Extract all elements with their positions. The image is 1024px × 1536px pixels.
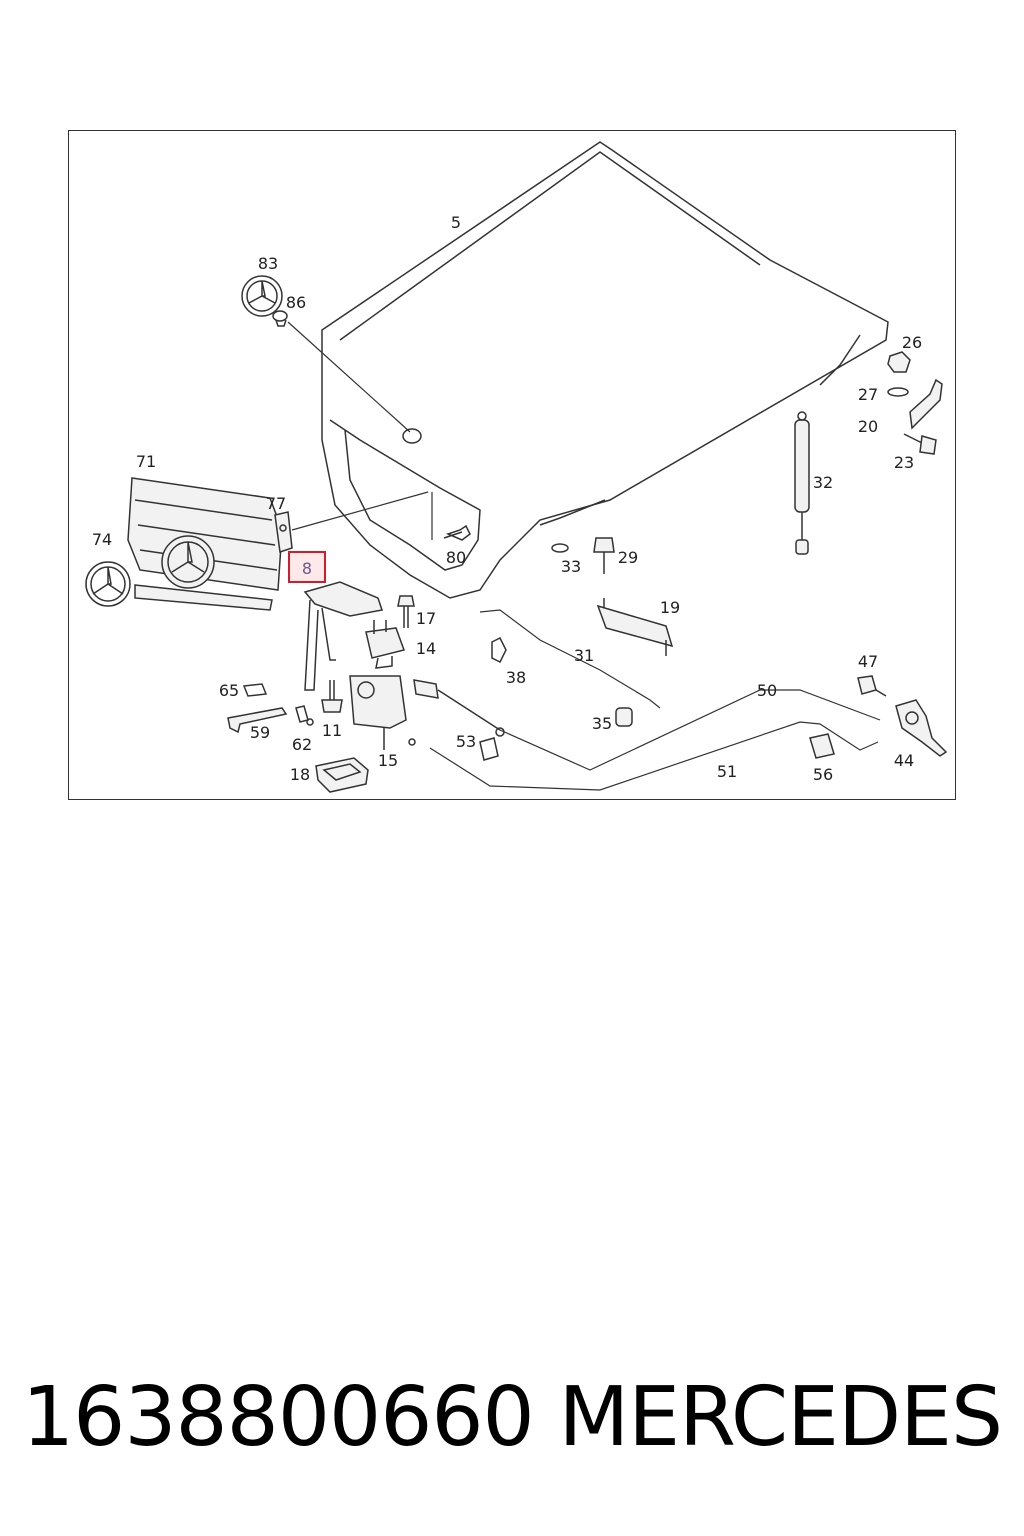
callout-15: 15 bbox=[378, 751, 398, 770]
grommet-33[interactable] bbox=[551, 543, 569, 553]
nut-26[interactable] bbox=[887, 351, 911, 373]
part-number: 1638800660 bbox=[22, 1370, 535, 1465]
callout-74: 74 bbox=[92, 530, 112, 549]
highlight-box-8[interactable]: 8 bbox=[288, 551, 326, 583]
callout-50: 50 bbox=[757, 681, 777, 700]
hinge-20[interactable] bbox=[909, 378, 943, 430]
clip-62[interactable] bbox=[295, 705, 314, 726]
callout-5: 5 bbox=[451, 213, 461, 232]
callout-38: 38 bbox=[506, 668, 526, 687]
callout-14: 14 bbox=[416, 639, 436, 658]
hood-part[interactable] bbox=[321, 141, 889, 599]
parts-diagram: 8 bbox=[85, 141, 948, 793]
callout-56: 56 bbox=[813, 765, 833, 784]
callout-32: 32 bbox=[813, 473, 833, 492]
callout-80: 80 bbox=[446, 548, 466, 567]
callout-labels: 5 83 86 26 27 20 23 32 71 77 74 80 33 29… bbox=[92, 213, 922, 784]
callout-51: 51 bbox=[717, 762, 737, 781]
callout-11: 11 bbox=[322, 721, 342, 740]
callout-33: 33 bbox=[561, 557, 581, 576]
cable-50[interactable] bbox=[499, 689, 881, 771]
gas-strut-32[interactable] bbox=[794, 411, 810, 555]
callout-23: 23 bbox=[894, 453, 914, 472]
handle-18[interactable] bbox=[315, 757, 369, 793]
latch-15[interactable] bbox=[349, 675, 407, 750]
callout-77: 77 bbox=[266, 494, 286, 513]
bolt-11[interactable] bbox=[321, 680, 343, 713]
latch-bracket-8[interactable] bbox=[303, 581, 383, 691]
leader-77 bbox=[291, 491, 429, 531]
star-emblem-74[interactable] bbox=[85, 561, 131, 607]
striker-14[interactable] bbox=[365, 620, 405, 669]
callout-86: 86 bbox=[286, 293, 306, 312]
callout-44: 44 bbox=[894, 751, 914, 770]
release-handle-44[interactable] bbox=[895, 699, 948, 757]
callout-19: 19 bbox=[660, 598, 680, 617]
bushing-35[interactable] bbox=[615, 707, 633, 727]
clip-38[interactable] bbox=[491, 636, 507, 664]
callout-20: 20 bbox=[858, 417, 878, 436]
callout-31: 31 bbox=[574, 646, 594, 665]
cable-end-50 bbox=[495, 727, 505, 737]
bracket-19[interactable] bbox=[596, 598, 674, 656]
callout-18: 18 bbox=[290, 765, 310, 784]
washer-27[interactable] bbox=[887, 387, 909, 397]
bolt-80[interactable] bbox=[443, 524, 471, 541]
callout-71: 71 bbox=[136, 452, 156, 471]
hood-emblem-mount bbox=[402, 428, 422, 444]
clip-56[interactable] bbox=[809, 733, 835, 759]
callout-35: 35 bbox=[592, 714, 612, 733]
callout-62: 62 bbox=[292, 735, 312, 754]
callout-27: 27 bbox=[858, 385, 878, 404]
callout-29: 29 bbox=[618, 548, 638, 567]
leader-86 bbox=[287, 321, 411, 433]
cable-31[interactable] bbox=[479, 609, 661, 709]
brand-name: MERCEDES bbox=[558, 1370, 1003, 1465]
callout-47: 47 bbox=[858, 652, 878, 671]
callout-17: 17 bbox=[416, 609, 436, 628]
callout-83: 83 bbox=[258, 254, 278, 273]
grommet-86[interactable] bbox=[272, 310, 288, 327]
cable-51[interactable] bbox=[429, 721, 879, 791]
bolt-23[interactable] bbox=[903, 433, 937, 455]
clip-77[interactable] bbox=[274, 511, 293, 553]
clip-65[interactable] bbox=[242, 683, 268, 697]
parts-diagram-frame bbox=[68, 130, 956, 800]
bumper-29[interactable] bbox=[593, 537, 615, 574]
star-emblem-83[interactable] bbox=[241, 275, 283, 317]
lever-59[interactable] bbox=[227, 707, 288, 734]
callout-53: 53 bbox=[456, 732, 476, 751]
footer: 1638800660 MERCEDES bbox=[0, 1370, 1024, 1470]
callout-65: 65 bbox=[219, 681, 239, 700]
bolt-17[interactable] bbox=[397, 595, 415, 628]
nut-47[interactable] bbox=[857, 675, 887, 697]
grille-71[interactable] bbox=[127, 477, 283, 611]
callout-26: 26 bbox=[902, 333, 922, 352]
callout-59: 59 bbox=[250, 723, 270, 742]
highlight-label: 8 bbox=[302, 559, 312, 578]
clip-53[interactable] bbox=[479, 737, 499, 761]
cable-connector[interactable] bbox=[413, 679, 501, 731]
cable-end-51 bbox=[408, 738, 416, 746]
